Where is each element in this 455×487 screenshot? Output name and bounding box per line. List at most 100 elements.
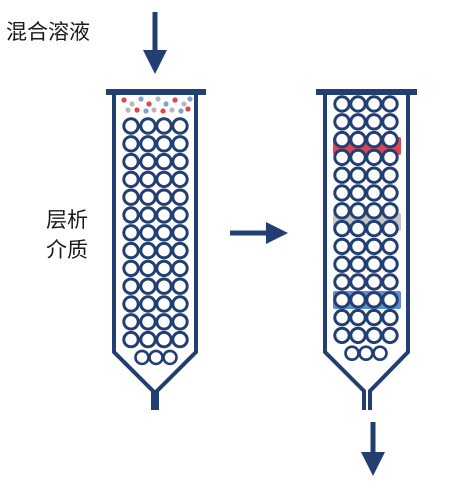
bead	[122, 170, 140, 189]
bead	[122, 224, 140, 242]
bead	[333, 95, 351, 113]
bead	[139, 330, 157, 349]
sample-dot	[129, 101, 135, 107]
bead	[139, 259, 157, 278]
bead	[349, 166, 367, 184]
bead	[333, 166, 351, 184]
bead	[139, 295, 157, 313]
bead	[171, 206, 189, 224]
bead	[381, 166, 399, 184]
bead	[333, 202, 351, 220]
bead	[349, 308, 367, 327]
bead	[333, 273, 351, 291]
bead	[122, 152, 140, 171]
bead	[365, 130, 383, 149]
bead	[365, 326, 383, 345]
bead	[171, 295, 189, 313]
bead	[333, 237, 351, 256]
sample-mixture-dots	[121, 96, 193, 114]
bead	[333, 219, 351, 238]
bead	[381, 237, 399, 256]
sample-dot	[181, 101, 187, 107]
bead	[139, 152, 157, 171]
bead	[349, 291, 367, 309]
bead	[148, 349, 164, 366]
bead	[155, 206, 173, 224]
bead	[122, 241, 140, 260]
bead	[365, 148, 383, 167]
bead	[372, 345, 388, 362]
bead	[134, 349, 150, 366]
bead	[349, 130, 367, 149]
bead	[171, 188, 189, 206]
bead	[139, 170, 157, 189]
bead	[381, 148, 399, 167]
column-left-body	[112, 95, 198, 410]
bead	[122, 259, 140, 278]
sample-dot	[125, 107, 131, 113]
bead	[365, 308, 383, 327]
bead	[171, 224, 189, 242]
sample-dot	[143, 108, 149, 114]
bead	[122, 295, 140, 313]
input-arrow-icon	[143, 12, 167, 74]
bead	[162, 349, 178, 366]
bead	[365, 237, 383, 256]
bead	[155, 313, 173, 331]
sample-dot	[169, 107, 175, 113]
bead	[381, 219, 399, 238]
bead	[155, 295, 173, 313]
sample-dot	[163, 101, 169, 107]
bead	[333, 113, 351, 131]
bead	[381, 291, 399, 309]
bead	[122, 188, 140, 206]
bead	[349, 148, 367, 167]
sample-dot	[134, 107, 140, 113]
bead	[139, 241, 157, 260]
bead	[155, 135, 173, 153]
bead	[344, 345, 360, 362]
bead	[349, 326, 367, 345]
sample-dot	[138, 96, 144, 102]
process-arrow-icon	[230, 222, 288, 244]
bead	[381, 255, 399, 273]
bead	[155, 117, 173, 135]
bead	[155, 241, 173, 260]
bead	[122, 117, 140, 135]
bead	[333, 291, 351, 309]
bead	[365, 113, 383, 131]
bead	[171, 170, 189, 189]
column-left-cap	[106, 89, 206, 95]
column-right-cap	[316, 89, 417, 95]
bead	[333, 184, 351, 202]
bead	[381, 184, 399, 202]
bead	[365, 166, 383, 184]
bead	[365, 273, 383, 291]
bead	[139, 135, 157, 153]
bead	[155, 188, 173, 206]
bead	[333, 255, 351, 273]
bead	[381, 113, 399, 131]
bead	[349, 255, 367, 273]
bead	[381, 95, 399, 113]
bead	[349, 219, 367, 238]
bead	[365, 95, 383, 113]
bead	[122, 313, 140, 331]
bead	[139, 188, 157, 206]
sample-dot	[185, 106, 191, 112]
bead	[139, 224, 157, 242]
column-before	[106, 89, 206, 410]
bead	[171, 241, 189, 260]
column-after	[316, 89, 417, 410]
bead	[122, 330, 140, 349]
bead	[155, 259, 173, 278]
bead	[365, 255, 383, 273]
sample-dot	[187, 96, 193, 102]
sample-dot	[151, 107, 157, 113]
sample-dot	[178, 108, 184, 114]
bead	[139, 277, 157, 295]
bead	[349, 273, 367, 291]
bead	[171, 277, 189, 295]
sample-dot	[160, 108, 166, 114]
